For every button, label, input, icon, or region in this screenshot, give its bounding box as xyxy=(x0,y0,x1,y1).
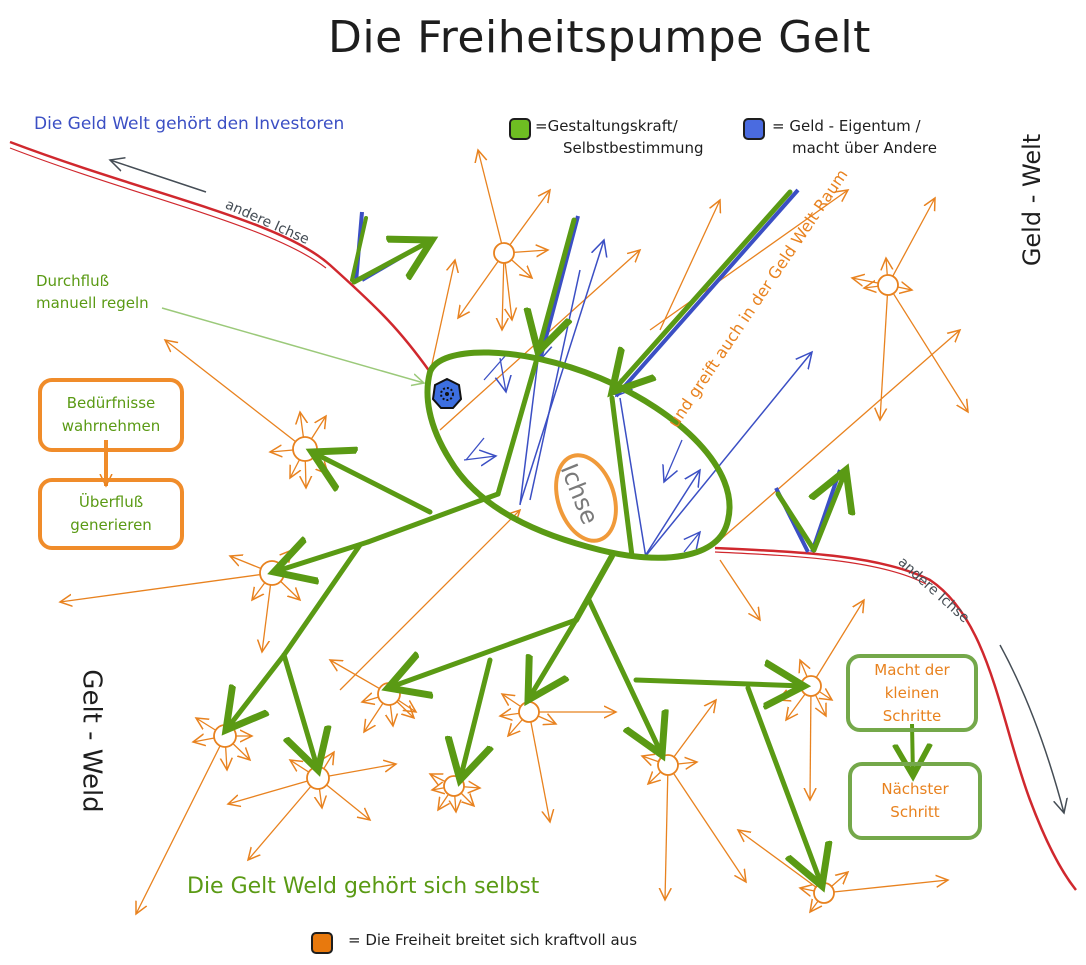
box-ueberfluss-line1: Überfluß xyxy=(78,493,144,511)
freedom-arrow xyxy=(165,340,306,450)
freedom-node xyxy=(518,701,540,723)
freedom-arrow xyxy=(810,600,864,687)
gelt-weld-side-label: Gelt - Weld xyxy=(76,669,107,813)
legend-blue: = Geld - Eigentum / macht über Andere xyxy=(772,115,937,159)
box-macht-line2: kleinen xyxy=(884,683,940,702)
red-axis-right xyxy=(714,546,1077,891)
freedom-arrow xyxy=(248,777,319,860)
box-beduerfnisse-line1: Bedürfnisse xyxy=(66,394,156,412)
freedom-arrow xyxy=(649,190,848,331)
diagram-title: Die Freiheitspumpe Gelt xyxy=(328,12,871,63)
legend-blue-line1: = Geld - Eigentum / xyxy=(772,117,921,135)
box-naechster-schritt: Nächster Schritt xyxy=(848,762,982,840)
legend-swatch-blue xyxy=(743,118,765,140)
freedom-arrow xyxy=(823,880,948,894)
gelt-weld-label: Die Gelt Weld gehört sich selbst xyxy=(187,874,540,899)
box-naechster-line2: Schritt xyxy=(890,803,940,821)
creative-force-structure xyxy=(226,189,846,886)
freedom-arrow xyxy=(667,700,716,766)
legend-swatch-orange xyxy=(311,932,333,954)
box-ueberfluss-line2: generieren xyxy=(70,516,152,534)
freedom-nodes xyxy=(213,242,899,904)
freedom-arrow xyxy=(262,572,273,652)
durchfluss-line2: manuell regeln xyxy=(36,294,149,312)
ichse-pump-ellipse xyxy=(424,349,733,561)
freedom-arrow xyxy=(810,685,811,800)
freedom-arrow xyxy=(719,330,960,541)
legend-green-line2: Selbstbestimmung xyxy=(563,139,704,157)
freedom-arrow xyxy=(478,150,505,254)
geld-welt-label: Die Geld Welt gehört den Investoren xyxy=(34,114,345,134)
freedom-arrow xyxy=(887,198,935,286)
freedom-arrow xyxy=(136,735,226,914)
box-beduerfnisse: Bedürfnisse wahrnehmen xyxy=(38,378,184,452)
legend-green: =Gestaltungskraft/ Selbstbestimmung xyxy=(535,115,704,159)
valve-gear-icon[interactable] xyxy=(431,377,463,409)
right-flow-arrow xyxy=(912,723,913,776)
freedom-arrow xyxy=(339,510,520,691)
freedom-arrow xyxy=(880,284,889,420)
freedom-arrow xyxy=(429,260,455,374)
durchfluss-line1: Durchfluß xyxy=(36,272,110,290)
box-macht-line3: Schritte xyxy=(882,706,942,725)
box-macht-line1: Macht der xyxy=(874,660,950,679)
legend-green-line1: =Gestaltungskraft/ xyxy=(535,117,678,135)
geld-welt-side-label: Geld - Welt xyxy=(1018,133,1047,267)
freedom-arrow xyxy=(503,252,512,320)
freedom-node xyxy=(292,436,318,462)
durchfluss-label: Durchfluß manuell regeln xyxy=(36,270,149,314)
axis-arrow-right xyxy=(999,644,1064,813)
legend-blue-line2: macht über Andere xyxy=(792,139,937,157)
freedom-arrow xyxy=(60,572,273,602)
freedom-arrow xyxy=(228,777,319,804)
freedom-node xyxy=(877,274,899,296)
freedom-node xyxy=(493,242,515,264)
freedom-arrow xyxy=(667,764,746,882)
durchfluss-pointer xyxy=(161,307,424,383)
axis-arrow-top xyxy=(110,160,207,193)
legend-swatch-green xyxy=(509,118,531,140)
freedom-arrow xyxy=(887,284,968,412)
freedom-node xyxy=(657,754,679,776)
box-macht-kleine-schritte: Macht der kleinen Schritte xyxy=(846,654,978,732)
freedom-arrows xyxy=(60,150,968,914)
red-axis-top xyxy=(9,140,432,373)
legend-orange: = Die Freiheit breitet sich kraftvoll au… xyxy=(348,931,638,949)
freedom-arrow xyxy=(528,711,550,822)
freedom-arrow xyxy=(458,252,505,318)
box-naechster-line1: Nächster xyxy=(881,780,949,798)
freedom-arrow xyxy=(665,764,668,900)
freedom-arrow xyxy=(503,190,550,254)
freedom-arrow xyxy=(502,252,504,330)
box-ueberfluss: Überfluß generieren xyxy=(38,478,184,550)
freedom-arrow xyxy=(719,559,760,620)
box-beduerfnisse-line2: wahrnehmen xyxy=(61,417,161,435)
freedom-arrow xyxy=(659,200,720,331)
